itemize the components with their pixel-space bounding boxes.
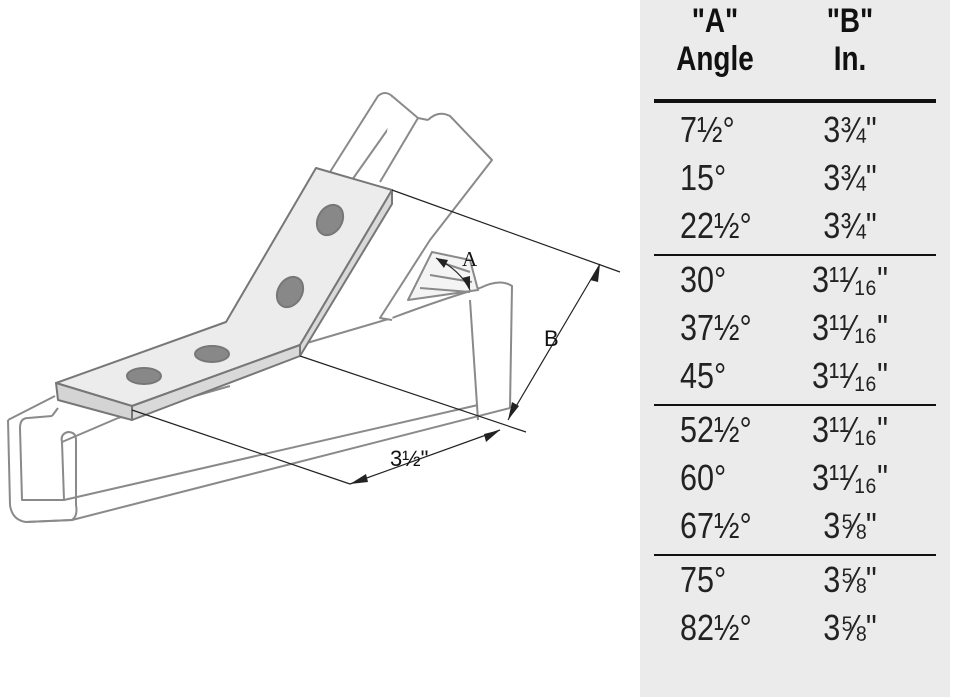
dimension-value: 3⅝" [823, 559, 877, 600]
angle-bracket [55, 167, 393, 421]
group-divider [654, 404, 936, 406]
angle-value: 15° [680, 157, 727, 198]
table-row: 52½° 3¹¹⁄₁₆" [640, 406, 950, 454]
dimension-value: 3¾" [823, 109, 877, 150]
table-row: 22½° 3¾" [640, 202, 950, 250]
header-rule [654, 99, 936, 103]
angle-value: 22½° [680, 205, 752, 246]
dimension-value: 3¹¹⁄₁₆" [811, 457, 889, 498]
angle-value: 75° [680, 559, 727, 600]
height-label: B [544, 326, 559, 351]
dimension-arrowheads [350, 258, 600, 484]
group-divider [654, 254, 936, 256]
angle-value: 67½° [680, 505, 752, 546]
angle-value: 37½° [680, 307, 752, 348]
bracket-diagram: A B 3½" [7, 92, 621, 523]
dimension-value: 3¹¹⁄₁₆" [811, 355, 889, 396]
table-row: 15° 3¾" [640, 154, 950, 202]
dimension-value: 3¾" [823, 157, 877, 198]
header-dimension-line2: In. [833, 40, 867, 78]
angle-value: 82½° [680, 607, 752, 648]
width-label: 3½" [390, 446, 428, 471]
table-row: 7½° 3¾" [640, 106, 950, 154]
header-angle-line1: "A" [691, 2, 739, 40]
dimension-value: 3⅝" [823, 607, 877, 648]
table-row: 60° 3¹¹⁄₁₆" [640, 454, 950, 502]
angled-strut [329, 92, 493, 321]
group-divider [654, 554, 936, 556]
dimension-value: 3¹¹⁄₁₆" [811, 409, 889, 450]
angle-value: 30° [680, 259, 727, 300]
table-row: 67½° 3⅝" [640, 502, 950, 550]
table-row: 75° 3⅝" [640, 556, 950, 604]
angle-label: A [462, 247, 478, 271]
angle-value: 60° [680, 457, 727, 498]
angle-table: "A" Angle "B" In. 7½° 3¾" 15° 3¾" 22½° 3¾" 30°… [640, 0, 950, 697]
table-row: 37½° 3¹¹⁄₁₆" [640, 304, 950, 352]
dimension-value: 3¹¹⁄₁₆" [811, 259, 889, 300]
angle-value: 45° [680, 355, 727, 396]
header-angle: "A" Angle [658, 2, 773, 78]
table-row: 82½° 3⅝" [640, 604, 950, 652]
table-row: 30° 3¹¹⁄₁₆" [640, 256, 950, 304]
angle-value: 7½° [680, 109, 735, 150]
header-dimension: "B" In. [793, 2, 908, 78]
angle-value: 52½° [680, 409, 752, 450]
bracket-drawing: A B 3½" [7, 92, 621, 523]
table-row: 45° 3¹¹⁄₁₆" [640, 352, 950, 400]
header-angle-line2: Angle [676, 40, 754, 78]
dimension-value: 3¹¹⁄₁₆" [811, 307, 889, 348]
header-dimension-line1: "B" [826, 2, 874, 40]
dimension-value: 3¾" [823, 205, 877, 246]
dimension-value: 3⅝" [823, 505, 877, 546]
dimension-lines [131, 189, 621, 485]
